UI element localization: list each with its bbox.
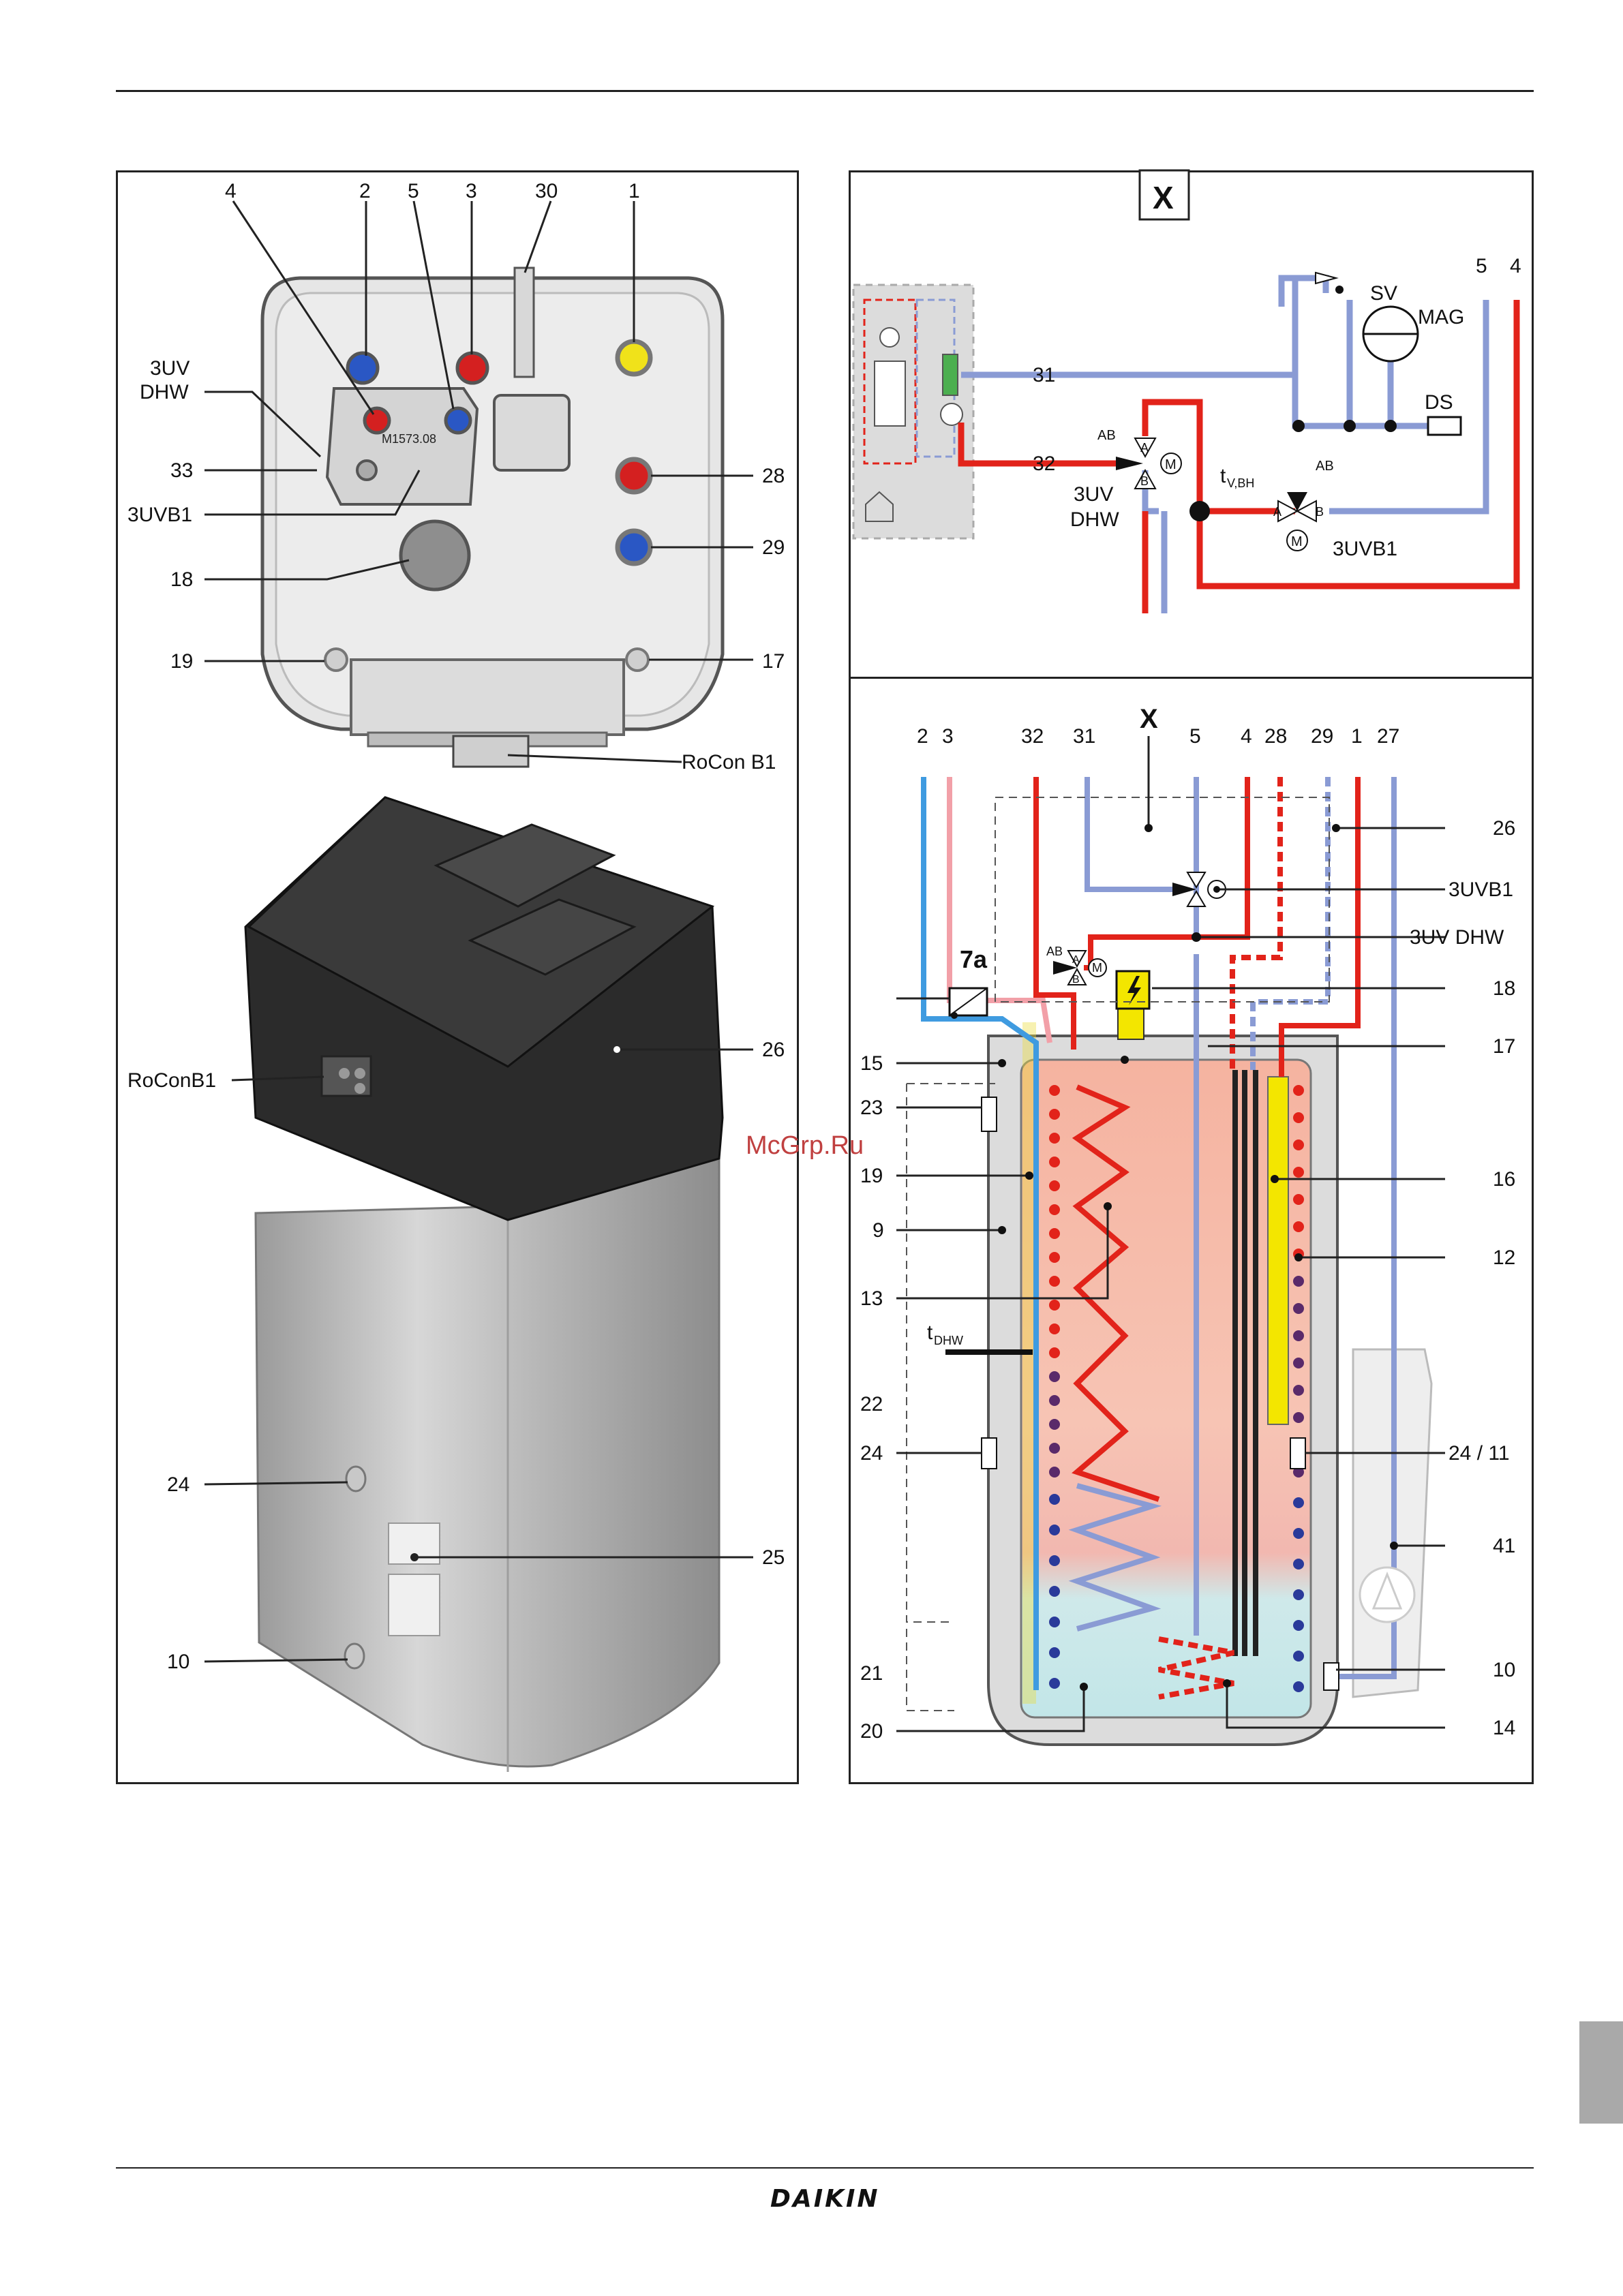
tank-label-3: 3 [942,725,954,748]
label-33: 33 [170,459,193,482]
label-dhw: DHW [140,381,189,403]
unit-3d-drawing [245,797,723,1772]
tank-label-10: 10 [1493,1659,1515,1681]
tank-label-32: 32 [1021,725,1044,748]
tank-valve-m: M [1092,961,1102,975]
tank-label-24-11: 24 / 11 [1448,1442,1510,1465]
sch-label-4: 4 [1510,255,1521,277]
label-17: 17 [762,650,785,673]
part-marking: M1573.08 [382,432,436,446]
tank-valve-b: B [1072,974,1080,985]
tank-label-16: 16 [1493,1168,1515,1191]
tank-label-1: 1 [1351,725,1363,748]
sch-label-b2: B [1316,505,1324,519]
sch-label-tvbh: t [1220,465,1226,487]
sch-label-3uv: 3UV [1074,483,1113,506]
sch-label-3uvb1: 3UVB1 [1333,538,1397,560]
tank-label-3uv-dhw: 3UV DHW [1410,926,1504,949]
sch-label-32: 32 [1033,453,1055,475]
label-4: 4 [225,180,237,202]
sch-label-ds: DS [1425,391,1453,414]
label-18: 18 [170,568,193,591]
label-3uv: 3UV [150,357,189,380]
tank-valve-a: A [1072,954,1080,966]
tank-label-14: 14 [1493,1717,1515,1739]
tank-label-x: X [1140,704,1158,734]
label-3uvb1: 3UVB1 [127,504,192,526]
tank-label-24: 24 [860,1442,883,1465]
sch-label-a1: A [1140,441,1149,455]
label-29: 29 [762,536,785,559]
label-5: 5 [408,180,419,202]
tank-label-31: 31 [1073,725,1095,748]
top-view-drawing: M1573.08 [262,268,723,767]
tank-label-12: 12 [1493,1246,1515,1269]
tank-label-7a: 7a [960,945,988,973]
tank-right-labels: 26 3UVB1 3UV DHW 18 17 16 12 24 / 11 41 … [1410,817,1515,1739]
tank-label-28: 28 [1264,725,1287,748]
tank-label-22: 22 [860,1393,883,1415]
tank-top-labels: 2 3 32 31 X 5 4 28 29 1 27 [917,704,1399,748]
tank-label-15: 15 [860,1052,883,1075]
tank-label-17: 17 [1493,1035,1515,1058]
label-1: 1 [628,180,640,202]
sch-label-mag: MAG [1418,306,1464,328]
label-3: 3 [466,180,477,202]
tank-label-tdhw-sub: DHW [934,1334,963,1347]
label-26: 26 [762,1039,785,1061]
sch-label-31: 31 [1033,364,1055,386]
sch-label-m2: M [1291,534,1303,549]
label-30: 30 [535,180,558,202]
label-roconb1: RoConB1 [127,1069,216,1092]
tank-label-27: 27 [1377,725,1399,748]
tank-label-29: 29 [1311,725,1333,748]
tank-label-tdhw: t [927,1321,933,1344]
sch-label-a2: A [1273,505,1281,519]
sch-label-5: 5 [1476,255,1487,277]
outdoor-unit-block [853,285,973,538]
sch-label-sv: SV [1370,282,1397,305]
sch-label-ab1: AB [1097,428,1116,443]
label-2: 2 [359,180,371,202]
tank-label-18: 18 [1493,977,1515,1000]
label-10: 10 [167,1651,189,1673]
tank-label-5: 5 [1189,725,1201,748]
tank-label-20: 20 [860,1720,883,1743]
tank-valve-ab: AB [1046,945,1063,958]
tank-label-19: 19 [860,1165,883,1187]
chapter-tab [1579,2021,1623,2124]
watermark: McGrp.Ru [746,1131,864,1161]
tank-label-3uvb1: 3UVB1 [1448,878,1513,901]
schematic-labels: 31 32 SV MAG DS 5 4 AB A B M 3UV DHW t V… [1033,255,1521,560]
tank-label-21: 21 [860,1662,883,1685]
tank-label-2: 2 [917,725,928,748]
tank-label-4: 4 [1241,725,1252,748]
label-25: 25 [762,1546,785,1569]
tank-label-9: 9 [873,1219,884,1242]
label-19: 19 [170,650,193,673]
sch-label-dhw: DHW [1070,508,1119,531]
brand-logo: DAIKIN [770,2185,880,2213]
tank-label-41: 41 [1493,1535,1515,1557]
sch-label-m1: M [1165,457,1177,472]
tank-label-13: 13 [860,1287,883,1310]
label-28: 28 [762,465,785,487]
tank-label-23: 23 [860,1097,883,1119]
sch-label-tvbh-sub: V,BH [1227,476,1254,490]
x-box-label: X [1153,180,1174,215]
label-rocon-b1: RoCon B1 [682,751,776,774]
label-24: 24 [167,1473,189,1496]
sch-label-b1: B [1140,474,1149,488]
sch-label-ab2: AB [1316,459,1334,474]
tank-label-26: 26 [1493,817,1515,840]
